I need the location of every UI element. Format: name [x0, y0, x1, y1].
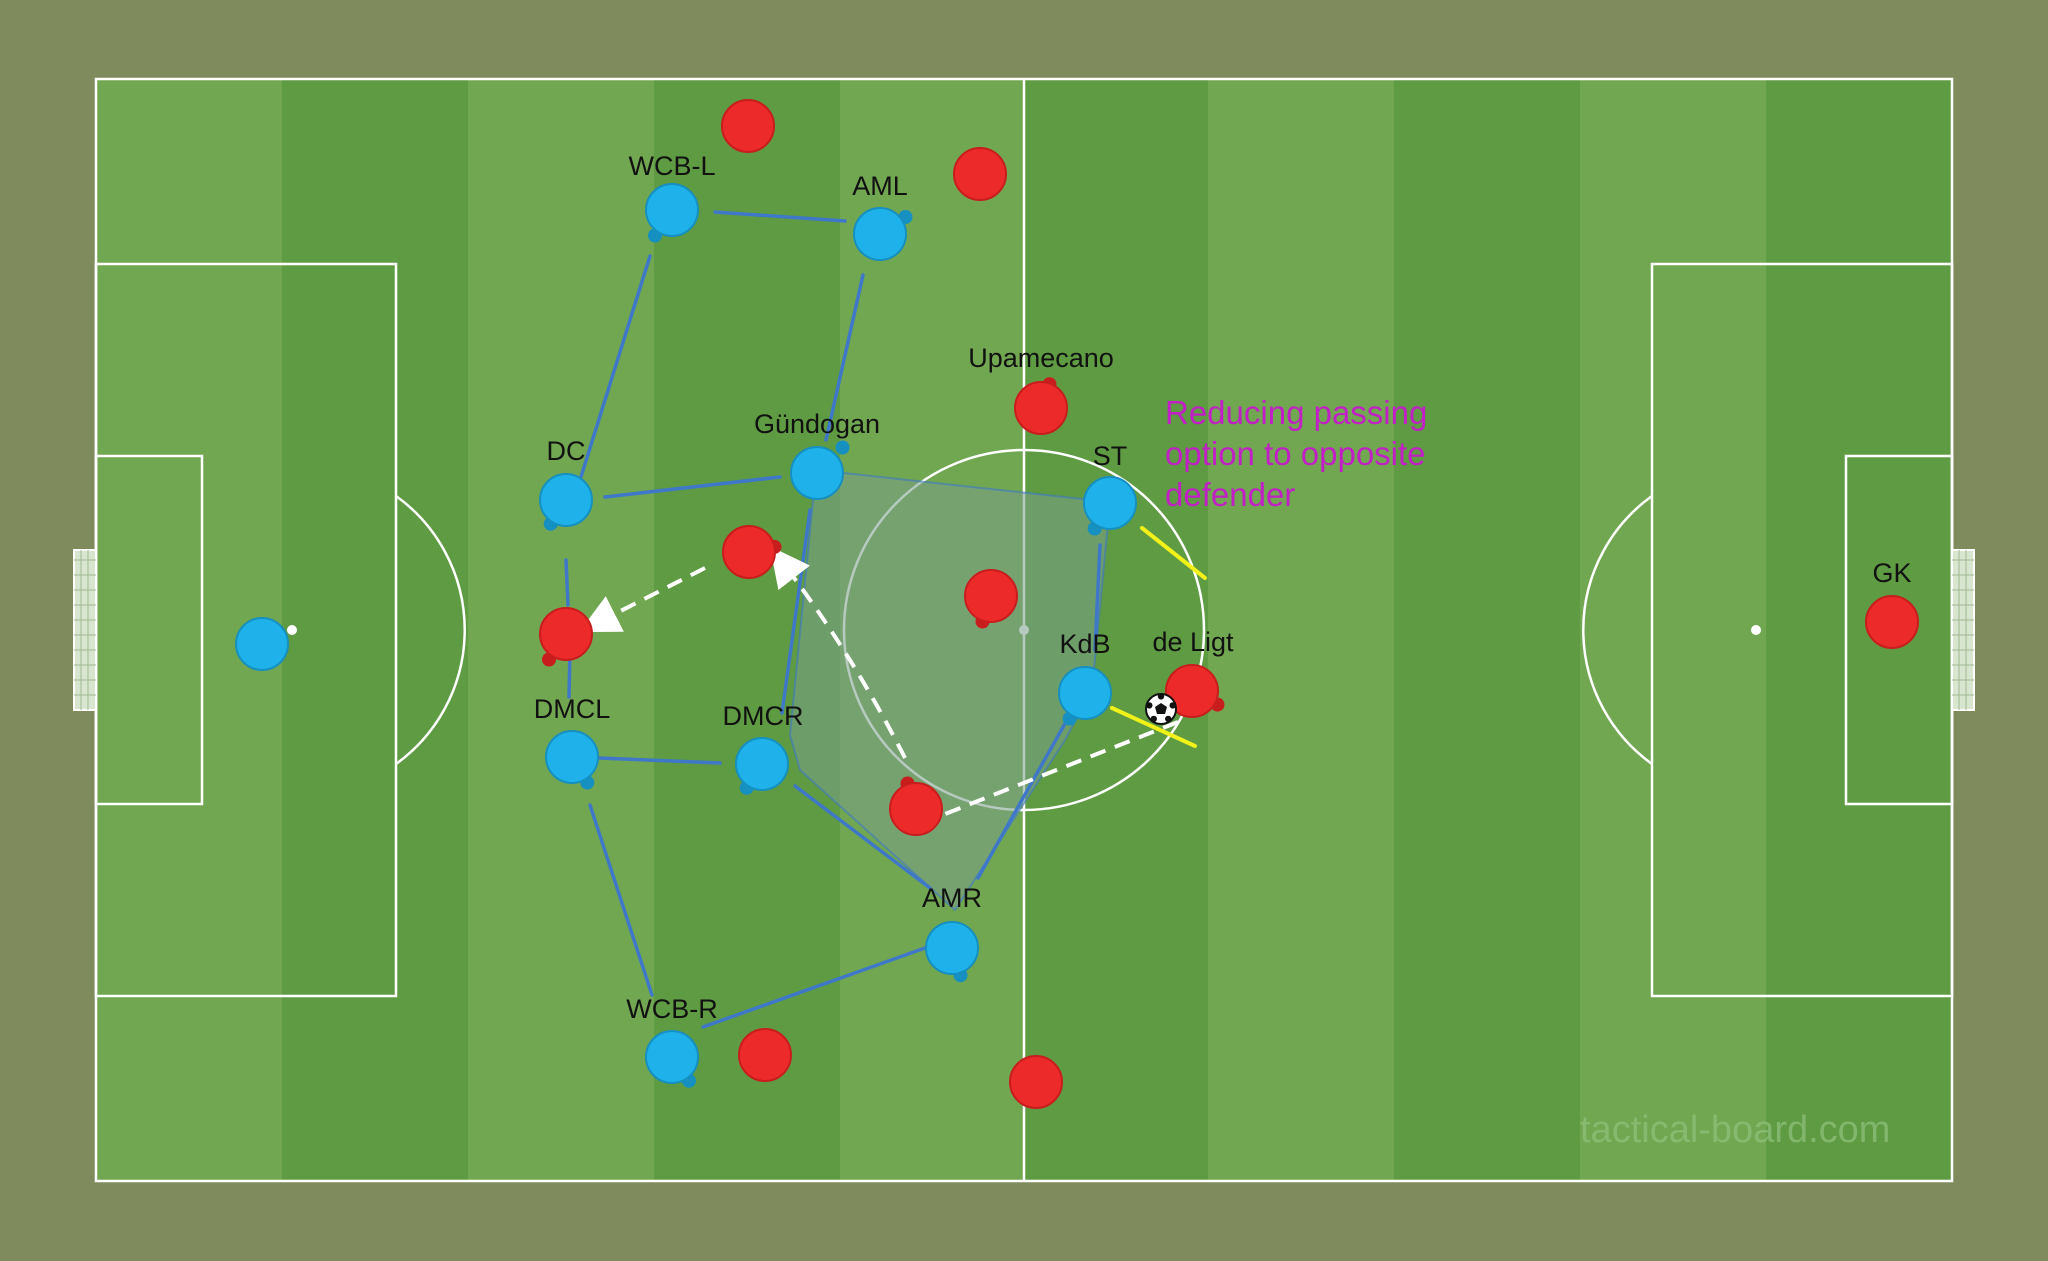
player-label: KdB [1059, 629, 1110, 659]
right-penalty-spot [1751, 625, 1761, 635]
player-token-circle [1014, 381, 1068, 435]
player-token-circle [790, 446, 844, 500]
player-token-circle [964, 569, 1018, 623]
player-token-circle [735, 737, 789, 791]
red-player-r5[interactable] [964, 569, 1018, 629]
player-token-circle [853, 207, 907, 261]
player-token-circle [738, 1028, 792, 1082]
blue-player-b_gund[interactable]: Gündogan [754, 409, 880, 500]
player-token-circle [545, 730, 599, 784]
player-orientation-marker [835, 440, 850, 455]
red-player-r1[interactable] [721, 99, 775, 153]
pass-arrow-3 [579, 566, 706, 633]
player-token-circle [1083, 476, 1137, 530]
player-token-circle [721, 99, 775, 153]
left-penalty-arc [395, 494, 466, 766]
red-player-r8[interactable] [889, 776, 943, 836]
player-token-circle [539, 607, 593, 661]
player-token-circle [1865, 595, 1919, 649]
football-icon[interactable] [1145, 693, 1177, 725]
player-label: Gündogan [754, 409, 880, 439]
player-label: WCB-R [626, 994, 717, 1024]
player-token-circle [1058, 666, 1112, 720]
blue-player-b_wcbl[interactable]: WCB-L [629, 151, 716, 243]
blue-player-b_gk[interactable] [235, 617, 289, 671]
red-player-r2[interactable] [953, 147, 1007, 201]
player-label: DMCR [723, 701, 804, 731]
left-penalty-spot [287, 625, 297, 635]
blue-player-b_aml[interactable]: AML [852, 171, 913, 261]
pass-arrow-2 [769, 546, 907, 759]
player-label: DC [547, 436, 586, 466]
right-goal [1951, 549, 1975, 711]
pass-arrows [579, 546, 1179, 818]
pressing-lines [1110, 526, 1207, 748]
red-player-r4[interactable] [722, 525, 782, 579]
blue-player-b_amr[interactable]: AMR [922, 883, 982, 983]
player-token-circle [539, 473, 593, 527]
red-player-r9[interactable] [738, 1028, 792, 1082]
player-label: Upamecano [968, 343, 1114, 373]
blue-player-b_kdb[interactable]: KdB [1058, 629, 1112, 726]
team-shape-links [564, 210, 1102, 1029]
annotation-line-3: defender [1165, 476, 1295, 513]
blue-player-b_st[interactable]: ST [1083, 441, 1137, 536]
blue-player-b_dmcr[interactable]: DMCR [723, 701, 804, 795]
red-player-r_upa[interactable]: Upamecano [968, 343, 1114, 435]
blue-player-b_dmcl[interactable]: DMCL [534, 694, 611, 790]
pressing-zone [788, 468, 1112, 912]
red-player-r_deligt[interactable]: de Ligt [1152, 627, 1234, 718]
player-label: GK [1872, 558, 1911, 588]
annotation-text: Reducing passing option to opposite defe… [1165, 394, 1427, 513]
annotation-line-1: Reducing passing [1165, 394, 1427, 431]
player-token-circle [953, 147, 1007, 201]
blue-player-b_dc[interactable]: DC [539, 436, 593, 531]
player-label: ST [1093, 441, 1128, 471]
player-label: DMCL [534, 694, 611, 724]
blue-player-b_wcbr[interactable]: WCB-R [626, 994, 718, 1088]
player-label: WCB-L [629, 151, 716, 181]
player-token-circle [722, 525, 776, 579]
player-token-circle [645, 1030, 699, 1084]
player-token-circle [1165, 664, 1219, 718]
player-token-circle [235, 617, 289, 671]
player-label: AML [852, 171, 908, 201]
player-token-circle [925, 921, 979, 975]
right-penalty-arc [1582, 494, 1653, 766]
player-label: de Ligt [1152, 627, 1234, 657]
watermark: tactical-board.com [1580, 1109, 1890, 1151]
player-token-circle [1009, 1055, 1063, 1109]
annotation-line-2: option to opposite [1165, 435, 1426, 472]
player-label: AMR [922, 883, 982, 913]
red-player-r6[interactable] [539, 607, 593, 667]
player-token-circle [645, 183, 699, 237]
red-player-r10[interactable] [1009, 1055, 1063, 1109]
pass-arrow-1 [939, 720, 1179, 818]
red-player-r_gk[interactable]: GK [1865, 558, 1919, 649]
player-token-circle [889, 782, 943, 836]
left-goal [73, 549, 97, 711]
